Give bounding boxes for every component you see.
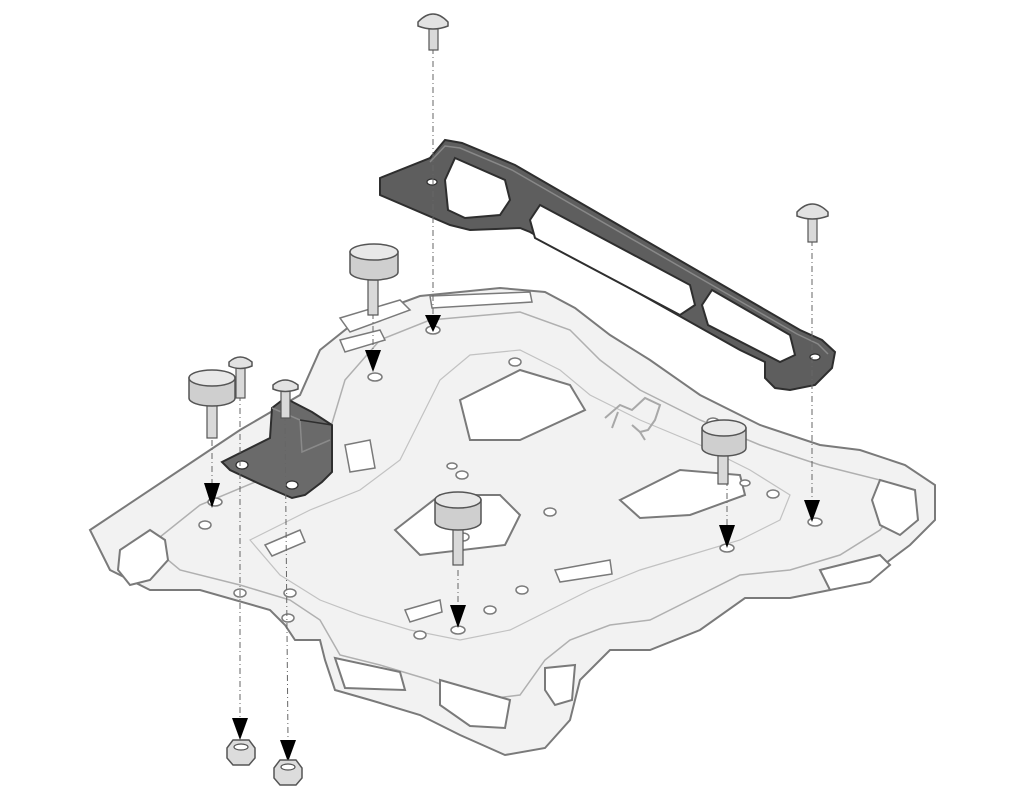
rack-plate: [88, 286, 936, 757]
button-head-screws: [228, 13, 829, 419]
rubber-spacer-bolt: [701, 419, 747, 485]
rubber-spacer-bolt: [349, 243, 399, 316]
button-head-screw: [272, 379, 299, 419]
rubber-spacer-bolts: [188, 243, 747, 566]
arrow-down-icon: [232, 718, 248, 740]
arrow-down-icon: [804, 500, 820, 522]
button-head-screw: [417, 13, 449, 51]
arrow-down-icon: [280, 740, 296, 762]
assembly-guide-lines: [211, 48, 813, 741]
flange-nut: [273, 759, 303, 786]
arrow-down-icon: [204, 483, 220, 508]
arrow-down-icon: [450, 605, 466, 628]
button-head-screw: [796, 203, 829, 243]
arrow-down-icon: [365, 350, 381, 372]
button-head-screw: [228, 356, 253, 399]
lock-mount-bracket: [220, 396, 333, 500]
flange-nut: [226, 739, 256, 766]
flange-nuts: [226, 739, 303, 786]
rearing-horse-logo: [604, 396, 662, 441]
arrow-down-icon: [719, 525, 735, 548]
rubber-spacer-bolt: [188, 369, 236, 439]
insertion-arrows: [204, 315, 820, 762]
rear-grab-bracket: [379, 138, 837, 392]
rubber-spacer-bolt: [434, 491, 482, 566]
arrow-down-icon: [425, 315, 441, 332]
